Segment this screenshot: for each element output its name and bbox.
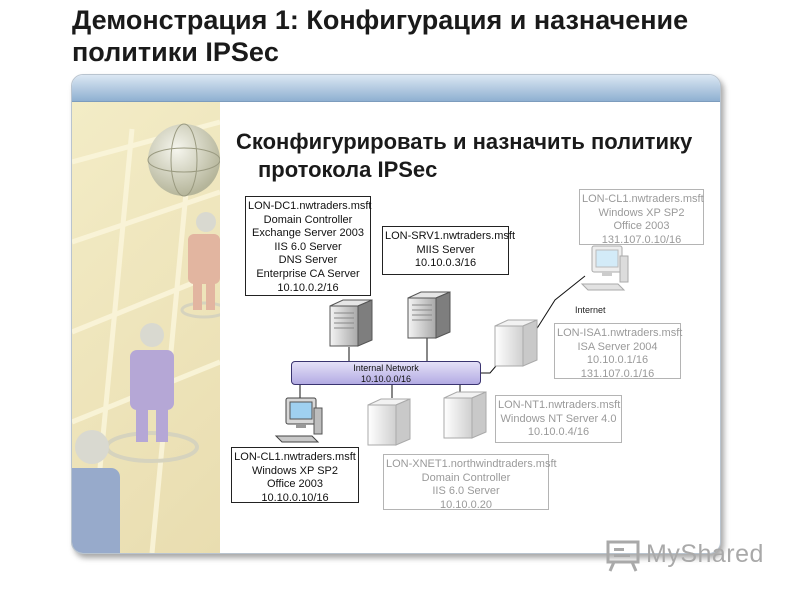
dc1-line: Domain Controller [263, 213, 353, 226]
dc1-line: Exchange Server 2003 [252, 227, 364, 240]
srv1-line: MIIS Server [416, 243, 475, 256]
nt1-line: 10.10.0.4/16 [527, 426, 590, 439]
person-figure-blue-icon [72, 430, 120, 553]
dc1-line: IIS 6.0 Server [274, 240, 342, 253]
cl1-ext-line: Windows XP SP2 [598, 206, 685, 219]
presentation-board-icon [606, 540, 640, 572]
dc1-line: LON-DC1.nwtraders.msft [248, 200, 372, 212]
slide-heading: Сконфигурировать и назначить политику пр… [236, 128, 706, 184]
info-box-srv1: LON-SRV1.nwtraders.msft MIIS Server 10.1… [382, 226, 516, 275]
server-icon-xnet1 [367, 398, 411, 446]
people-illustration [72, 119, 228, 553]
isa1-line: 131.107.0.1/16 [580, 367, 655, 380]
xnet1-line: 10.10.0.20 [440, 498, 492, 511]
workstation-icon-cl1-int [274, 397, 323, 443]
workstation-icon-cl1-ext [580, 245, 629, 291]
xnet1-line: LON-XNET1.northwindtraders.msft [386, 458, 557, 470]
srv1-line: 10.10.0.3/16 [414, 257, 477, 270]
info-box-cl1-external: LON-CL1.nwtraders.msft Windows XP SP2 Of… [579, 189, 704, 246]
internet-label: Internet [575, 305, 606, 315]
isa1-line: 10.10.0.1/16 [586, 354, 649, 367]
globe-icon [148, 124, 220, 196]
dc1-line: DNS Server [278, 254, 338, 267]
bus-label-name: Internal Network [353, 363, 419, 373]
internal-network-bus: Internal Network 10.10.0.0/16 [291, 361, 481, 385]
nt1-line: LON-NT1.nwtraders.msft [498, 399, 621, 411]
slide-heading-line2: протокола IPSec [258, 157, 438, 182]
person-figure-peach-icon [180, 212, 228, 319]
info-box-cl1-internal: LON-CL1.nwtraders.msft Windows XP SP2 Of… [231, 447, 359, 504]
decorative-people-art [72, 102, 228, 553]
info-box-nt1: LON-NT1.nwtraders.msft Windows NT Server… [495, 395, 622, 443]
watermark-logo: MyShared [606, 538, 776, 574]
info-box-xnet1: LON-XNET1.northwindtraders.msft Domain C… [383, 454, 557, 511]
isa1-line: LON-ISA1.nwtraders.msft [557, 327, 683, 339]
srv1-line: LON-SRV1.nwtraders.msft [385, 230, 516, 242]
cl1-int-line: 10.10.0.10/16 [261, 491, 329, 504]
server-icon-srv1 [407, 291, 451, 339]
server-icon-nt1 [443, 391, 487, 439]
dc1-line: Enterprise CA Server [256, 267, 360, 280]
slide-title: Демонстрация 1: Конфигурация и назначени… [72, 5, 689, 67]
server-icon-isa1 [494, 319, 538, 367]
isa1-line: ISA Server 2004 [577, 340, 658, 353]
watermark-text: MyShared [646, 540, 764, 568]
cl1-int-line: Windows XP SP2 [251, 464, 338, 477]
cl1-ext-line: 131.107.0.10/16 [601, 233, 682, 246]
cl1-ext-line: Office 2003 [613, 220, 670, 233]
dc1-line: 10.10.0.2/16 [277, 281, 339, 294]
cl1-ext-line: LON-CL1.nwtraders.msft [582, 193, 704, 205]
bus-label-subnet: 10.10.0.0/16 [360, 374, 412, 384]
info-box-dc1: LON-DC1.nwtraders.msft Domain Controller… [245, 196, 371, 296]
xnet1-line: IIS 6.0 Server [432, 485, 500, 498]
cl1-int-line: LON-CL1.nwtraders.msft [234, 451, 356, 463]
frame-header-bar [72, 75, 720, 102]
content-frame [71, 74, 721, 554]
server-icon-dc1 [329, 299, 373, 347]
info-box-isa1: LON-ISA1.nwtraders.msft ISA Server 2004 … [554, 323, 683, 380]
nt1-line: Windows NT Server 4.0 [500, 412, 617, 425]
xnet1-line: Domain Controller [421, 471, 511, 484]
slide-heading-line1: Сконфигурировать и назначить политику [236, 129, 693, 154]
cl1-int-line: Office 2003 [266, 478, 324, 491]
link-internet [535, 275, 586, 331]
